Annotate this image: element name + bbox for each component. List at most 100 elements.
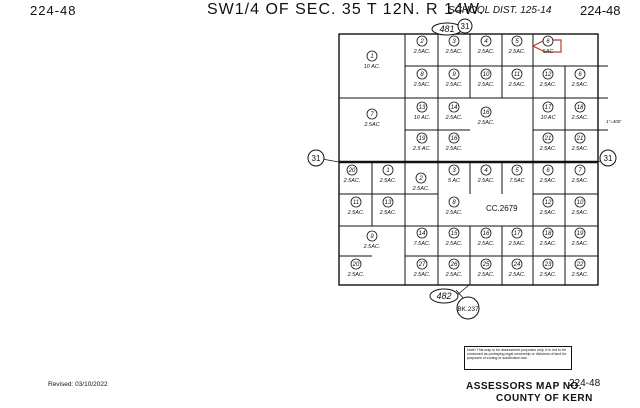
parcel-21: 212.5AC.	[571, 132, 589, 152]
parcel-number: 1	[370, 54, 373, 60]
parcel-number: 14	[451, 105, 458, 111]
parcel-number: 4	[484, 168, 488, 174]
parcel-27: 272.5AC.	[413, 258, 430, 278]
parcel-area: 2.5AC.	[477, 272, 495, 278]
parcel-number-circle	[448, 35, 460, 47]
parcel-1: 1 10 AC.	[364, 50, 381, 70]
parcel-number-circle	[542, 132, 554, 144]
parcel-area: 2.5AC.	[379, 210, 397, 216]
parcel-number: 17	[545, 105, 552, 111]
parcel-number-circle	[448, 196, 460, 208]
parcel-number-circle	[448, 258, 460, 270]
parcel-number-circle	[542, 101, 554, 113]
parcel-area: 2.5AC.	[445, 82, 463, 88]
parcel-number: 13	[385, 200, 392, 206]
book-page-right: 224-48	[580, 3, 621, 18]
parcel-area: 2.5AC.	[539, 241, 557, 247]
parcel-10: 102.5AC.	[477, 68, 494, 88]
parcel-number: 8	[452, 200, 456, 206]
parcel-area: 2.5AC.	[571, 115, 589, 121]
parcel-area: 2.5AC.	[508, 82, 526, 88]
parcel-number-circle	[542, 35, 554, 47]
parcel-number: 2	[418, 176, 423, 182]
parcel-14: 142.5AC.	[445, 101, 462, 121]
parcel-16: 162.5AC.	[477, 227, 495, 247]
assessor-map-no: 224-48	[569, 378, 601, 389]
parcel-number: 21	[544, 136, 552, 142]
parcel-area: 2.5AC.	[363, 244, 381, 250]
parcel-19: 192.5AC.	[571, 227, 588, 247]
parcel-area: 2.5AC.	[413, 82, 431, 88]
parcel-6: 62.5AC.	[571, 68, 588, 88]
parcel-area: 7.5AC.	[414, 241, 431, 247]
parcel-area: 2.5AC.	[571, 146, 589, 152]
parcel-number: 5	[515, 168, 519, 174]
parcel-number-circle	[542, 68, 554, 80]
parcel-number: 3	[452, 168, 456, 174]
parcel-area: 2.5AC.	[508, 241, 526, 247]
parcel-number-circle	[415, 172, 427, 184]
parcel-number-circle	[350, 258, 362, 270]
parcel-area: 2.5AC.	[445, 210, 463, 216]
disclaimer-note: Note! This map is for assessment purpose…	[464, 346, 572, 370]
parcel-number: 11	[353, 200, 359, 206]
parcel-area: 2.5AC.	[571, 178, 589, 184]
parcel-area: 2.5AC.	[539, 210, 557, 216]
parcel-16: 162.5AC.	[445, 132, 462, 152]
parcel-number-circle	[416, 132, 428, 144]
parcel-number: 16	[483, 110, 490, 116]
parcel-number: 6	[546, 39, 550, 45]
parcel-number: 16	[451, 136, 458, 142]
parcel-number-circle	[511, 35, 523, 47]
parcel-area: 2.5AC.	[508, 272, 526, 278]
parcel-area: 2.5AC.	[477, 49, 495, 55]
parcel-number: 15	[451, 231, 458, 237]
parcel-4: 42.5AC.	[477, 35, 495, 55]
revised-date: Revised: 03/10/2022	[48, 381, 108, 388]
parcel-number-circle	[480, 258, 492, 270]
parcel-5: 57.5AC	[509, 164, 525, 184]
road-31-right-circle	[599, 149, 617, 167]
parcel-area: 2.5AC.	[347, 210, 365, 216]
parcel-area: 2.5AC.	[379, 178, 397, 184]
cc-label: CC.2679	[486, 204, 518, 213]
parcel-14: 147.5AC.	[414, 227, 431, 247]
parcel-area: 2.5AC.	[412, 186, 430, 192]
parcel-area: 2.5AC.	[508, 49, 526, 55]
parcel-number-circle	[416, 68, 428, 80]
map-title: SW1/4 OF SEC. 35 T 12N. R 14W.	[207, 1, 485, 18]
parcel-7: 72.5AC.	[571, 164, 589, 184]
parcel-area: 10 AC	[540, 115, 555, 121]
parcel-area: 2.5AC.	[571, 210, 589, 216]
road-31-left-label: 31	[312, 154, 321, 163]
parcel-number: 6	[546, 168, 550, 174]
parcel-20: 20 2.5AC.	[347, 258, 365, 278]
parcel-number: 19	[419, 136, 426, 142]
parcel-number-circle	[542, 258, 554, 270]
parcel-number-circle	[542, 164, 554, 176]
parcel-7: 72.5AC	[363, 108, 380, 128]
road-31-right-label: 31	[604, 154, 613, 163]
parcel-number-circle	[574, 258, 586, 270]
parcel-number: 3	[452, 39, 456, 45]
parcel-number-circle	[350, 196, 362, 208]
parcel-number-circle	[448, 227, 460, 239]
parcel-number-circle	[574, 227, 586, 239]
parcel-13: 13 2.5AC.	[379, 196, 397, 216]
parcel-number: 26	[450, 262, 458, 268]
parcel-21: 212.5AC.	[539, 132, 556, 152]
parcel-area: 2.5AC.	[347, 272, 365, 278]
parcel-number: 12	[545, 72, 552, 78]
parcel-area: 2.5AC.	[571, 272, 589, 278]
parcel-9: 92.5AC.	[445, 68, 463, 88]
parcel-number: 20	[352, 262, 360, 268]
parcel-23: 232.5AC.	[539, 258, 556, 278]
parcel-25: 252.5AC.	[477, 258, 495, 278]
parcel-area: 10 AC.	[364, 64, 381, 70]
parcel-area: 2.5AC.	[477, 241, 495, 247]
parcel-12: 122.5AC.	[539, 68, 556, 88]
parcel-12: 122.5AC.	[539, 196, 557, 216]
parcel-number: 10	[577, 200, 584, 206]
parcel-2: 22.5AC.	[413, 35, 430, 55]
parcel-number: 8	[420, 72, 424, 78]
